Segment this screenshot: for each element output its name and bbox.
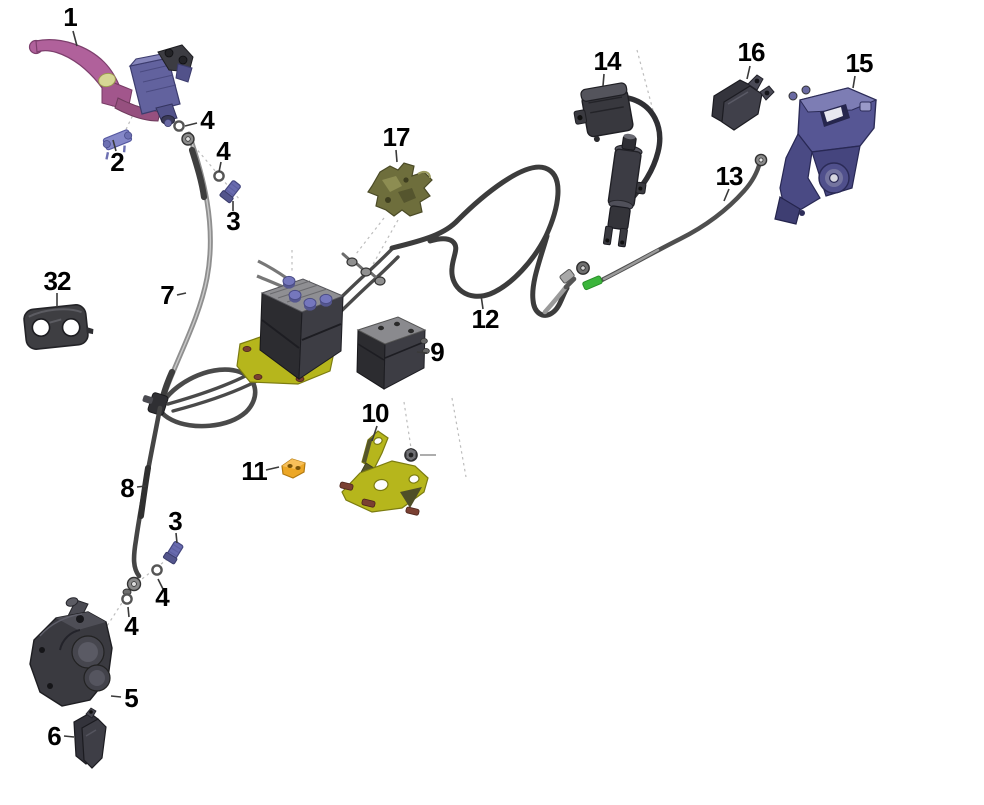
callout-line-4-19	[127, 606, 130, 618]
callout-32-12: 32	[43, 266, 72, 296]
callout-leader-lines	[56, 30, 856, 738]
callout-15-8: 15	[845, 48, 874, 78]
callout-line-6-21	[63, 735, 75, 738]
callout-3-17: 3	[168, 506, 183, 536]
front-brake-caliper-5	[29, 597, 113, 707]
callout-5-20: 5	[124, 683, 139, 713]
hose-clamp-part2	[102, 129, 133, 160]
abs-port-caps-blue	[282, 275, 333, 311]
front-brake-hose-8	[122, 405, 163, 596]
rear-brake-hose-13	[582, 153, 768, 291]
callout-3-4: 3	[226, 206, 241, 236]
callout-line-9-11	[416, 351, 428, 354]
callout-10-14: 10	[361, 398, 390, 428]
hose-junction-loop	[142, 367, 258, 429]
washer-4-top-b	[213, 170, 225, 182]
washer-4-bottom-a	[151, 564, 163, 576]
callout-2-1: 2	[110, 147, 125, 177]
callout-13-9: 13	[715, 161, 744, 191]
abs-module-assembly	[236, 259, 345, 385]
callout-line-14-6	[602, 73, 605, 87]
front-brake-pads-6	[73, 707, 107, 769]
hose-guide-bracket-17	[367, 162, 433, 217]
front-brake-hose-7	[159, 131, 213, 401]
callout-line-8-16	[136, 485, 147, 488]
callout-11-15: 11	[241, 456, 267, 486]
control-module-9	[356, 316, 430, 390]
lever-perch-arm	[114, 97, 161, 122]
callout-9-11: 9	[430, 337, 445, 367]
callout-16-7: 16	[737, 37, 766, 67]
callout-line-3-17	[175, 532, 178, 544]
washer-4-bottom-b	[121, 593, 133, 605]
callout-line-12-10	[480, 294, 484, 310]
pivot-boss	[98, 72, 116, 88]
banjo-bolt-3-top	[219, 180, 241, 204]
master-cylinder-lug	[175, 63, 193, 83]
callout-line-16-7	[746, 65, 751, 80]
callout-line-1-0	[72, 30, 78, 47]
callout-line-13-9	[723, 188, 730, 202]
mount-bracket-10	[339, 430, 429, 516]
washer-4-top-a	[173, 120, 185, 132]
callout-4-18: 4	[155, 582, 170, 612]
callout-12-10: 12	[471, 304, 500, 334]
rear-brake-hose-12	[389, 164, 590, 318]
parts	[23, 39, 878, 769]
rear-brake-pads-16	[711, 74, 775, 131]
abs-banjo-fittings	[341, 252, 386, 286]
callout-6-21: 6	[47, 721, 62, 751]
callout-8-16: 8	[120, 473, 135, 503]
callout-line-7-13	[176, 292, 187, 296]
callout-17-5: 17	[382, 122, 411, 152]
callout-line-5-20	[110, 695, 122, 698]
callout-line-11-15	[265, 466, 280, 471]
callout-4-19: 4	[124, 611, 139, 641]
callout-14-6: 14	[593, 46, 622, 76]
callout-4-2: 4	[200, 105, 215, 135]
callout-line-15-8	[852, 75, 856, 89]
banjo-bolt-3-bottom	[162, 541, 184, 565]
callout-line-10-14	[371, 425, 378, 442]
callout-line-17-5	[395, 149, 398, 163]
orange-connector-11	[281, 458, 306, 479]
callout-line-4-2	[184, 122, 198, 127]
rear-master-cylinder-14	[573, 82, 663, 248]
grommet-plate-32	[23, 304, 94, 350]
front-brake-lever-master-cylinder	[28, 39, 194, 128]
callout-1-0: 1	[63, 2, 78, 32]
callout-7-13: 7	[160, 280, 175, 310]
hoses	[122, 131, 768, 596]
callout-line-4-3	[218, 161, 222, 173]
flange-nut	[404, 448, 436, 462]
callout-4-3: 4	[216, 136, 231, 166]
callout-line-4-18	[157, 578, 164, 590]
rear-brake-caliper-15	[774, 85, 878, 225]
callout-line-2-1	[112, 139, 117, 152]
